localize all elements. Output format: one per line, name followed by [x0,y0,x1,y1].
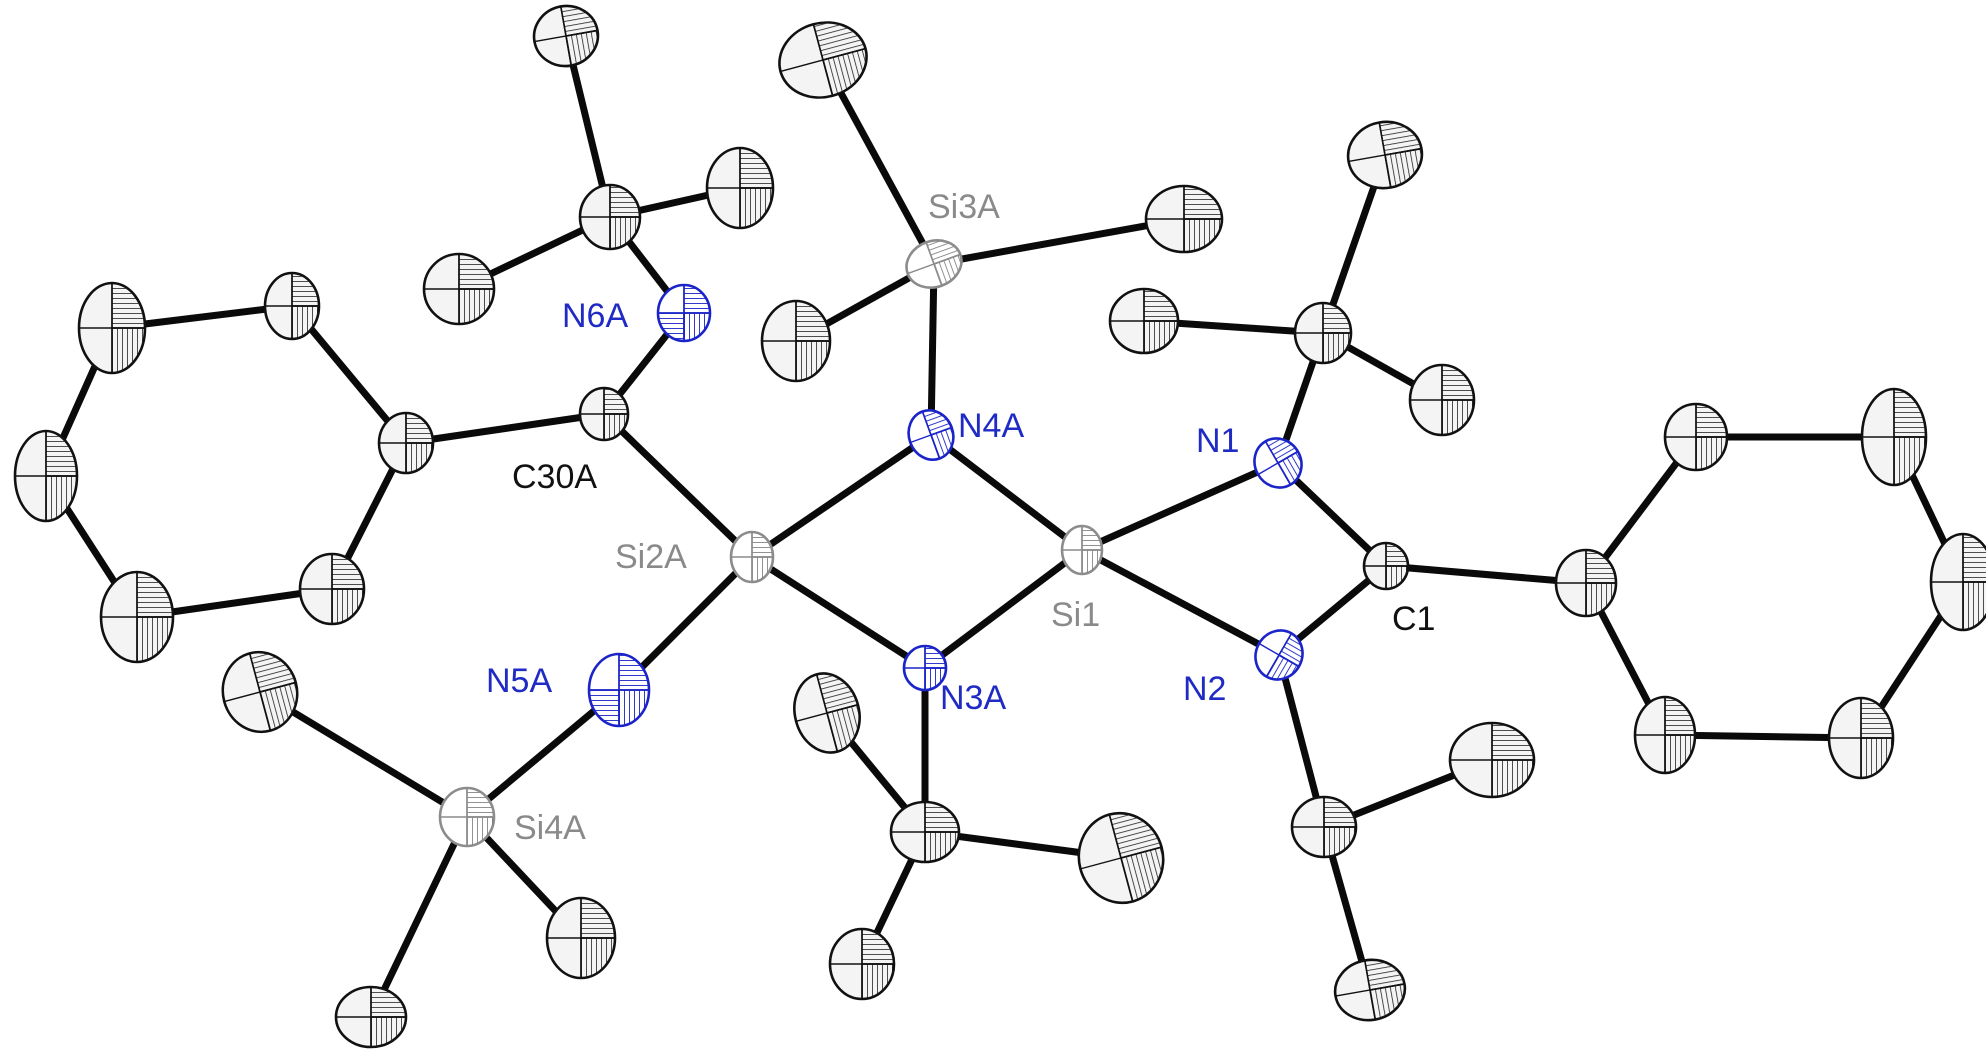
atom-s3m1 [778,21,868,99]
atom-tb6m1 [532,4,600,68]
bond-si1-n1 [1078,459,1282,554]
bond-si2a-n4a [748,431,935,561]
bond-si3a-s3m1 [819,56,938,268]
atom-ph2e [298,552,366,626]
atom-s4m3 [545,896,617,980]
atom-tb2m2 [1333,958,1407,1022]
label-n2: N2 [1183,670,1226,708]
label-n6a: N6A [562,297,628,335]
atom-tb1 [1293,301,1353,365]
atom-si3a [905,239,963,289]
atom-n1 [1253,437,1303,489]
atom-ph2a [263,271,321,341]
label-c1: C1 [1392,600,1435,638]
atom-s3m2 [760,299,832,383]
atom-tb2m1 [1448,721,1536,799]
atom-s4m2 [334,985,408,1049]
label-n5a: N5A [486,662,552,700]
atom-tb1m3 [1408,363,1476,437]
atom-n3a [902,644,948,692]
label-si2a: Si2A [615,538,687,576]
atom-n5a [587,652,651,728]
bond-n4a-si3a [927,260,938,439]
atom-ph1i [1554,548,1618,618]
atom-n4a [907,409,955,461]
atom-ph1e [1633,695,1697,775]
atom-tb1m1 [1346,120,1424,190]
bond-si1-n4a [927,431,1086,554]
atom-tb6m2 [705,146,775,230]
bond-si2a-n3a [748,553,929,672]
bond-si4a-s4m2 [367,813,471,1021]
atom-ph1c [1929,532,1986,632]
atom-c30a [578,386,630,442]
atom-si4a [438,786,496,848]
bond-si1-n2 [1078,546,1283,659]
atom-tb6 [578,183,642,251]
atom-n2 [1254,629,1304,681]
atom-tb1m2 [1108,287,1180,355]
atom-si1 [1060,524,1104,576]
atom-ph2d [99,570,175,664]
atom-n6a [656,283,712,343]
atom-si2a [729,530,775,584]
bond-c1-ph1i [1382,562,1590,587]
atom-s4m1 [221,650,299,734]
atom-s3m3 [1144,184,1224,254]
label-si1: Si1 [1051,596,1100,634]
bond-si1-n3a [921,546,1086,672]
atom-ph1d [1827,696,1895,780]
atom-ph1a [1663,402,1729,472]
label-si4a: Si4A [514,809,586,847]
label-si3a: Si3A [928,188,1000,226]
atom-tb2 [1290,795,1358,859]
label-c30a: C30A [512,458,597,496]
label-n4a: N4A [958,407,1024,445]
atom-layer [13,4,1986,1049]
bond-si4a-s4m1 [256,688,471,821]
bond-layer [42,32,1967,1021]
atom-tb3m1 [793,672,861,754]
bond-c30a-ph2i [402,410,608,447]
atom-tb6m3 [422,252,496,326]
bond-si2a-c30a [600,410,756,561]
atom-ph2b [77,281,147,375]
atom-ph2i [377,411,435,475]
atom-tb3m2 [828,927,896,1001]
label-n3a: N3A [940,679,1006,717]
atom-tb3m3 [1077,811,1165,905]
label-n1: N1 [1196,422,1239,460]
atom-ph2c [13,429,79,523]
atom-tb3 [889,800,961,864]
atom-ph1b [1860,387,1928,487]
bond-si3a-s3m3 [930,215,1188,268]
atom-c1 [1362,541,1410,591]
